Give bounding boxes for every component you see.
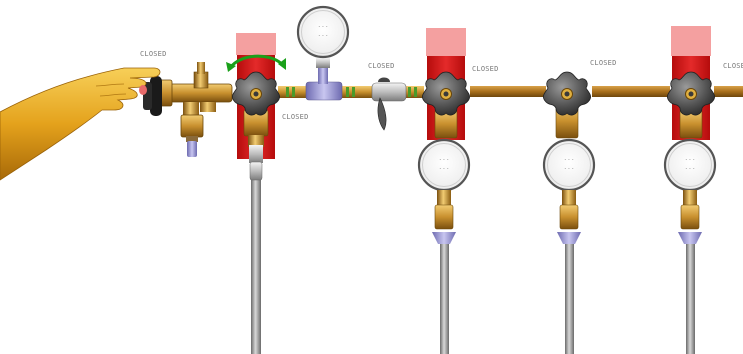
vent-valve[interactable]: [371, 77, 407, 131]
handwheel-icon[interactable]: [542, 71, 592, 116]
svg-text:· · ·: · · ·: [685, 157, 695, 164]
pipe-segment-3: [714, 86, 743, 97]
bracket-cap: [236, 33, 276, 55]
svg-text:· · ·: · · ·: [564, 157, 574, 164]
gauge-marks: · · ·: [318, 24, 328, 31]
hand-icon: [0, 67, 161, 181]
outlet-gauge-1: · · · · · ·: [417, 138, 471, 244]
pipe-segment-2: [592, 86, 670, 97]
svg-text:· · ·: · · ·: [685, 166, 695, 173]
cylinder-valve-status: CLOSED: [140, 50, 167, 58]
outlet-valve-3-status: CLOSED: [723, 62, 743, 70]
manifold-pipe: [278, 86, 743, 98]
svg-text:· · ·: · · ·: [439, 157, 449, 164]
gauge-marks: · · ·: [318, 33, 328, 40]
isolation-valve-status: CLOSED: [282, 113, 309, 121]
pressure-gauge-icon: [296, 5, 350, 59]
outlet-line-stem-1: [440, 244, 449, 354]
outlet-valve-2-status: CLOSED: [590, 59, 617, 67]
outlet-line-stem-3: [686, 244, 695, 354]
svg-text:· · ·: · · ·: [564, 166, 574, 173]
outlet-gauge-2: · · · · · ·: [542, 138, 596, 244]
valve-status-labels: CLOSED CLOSED CLOSED CLOSED CLOSED CLOSE…: [140, 50, 743, 121]
cylinder-line-stem: [251, 178, 261, 354]
lever-handle-icon[interactable]: [377, 97, 387, 131]
isolation-valve[interactable]: [231, 33, 281, 181]
pressure-gauge-icon: [663, 138, 717, 192]
vent-valve-status: CLOSED: [368, 62, 395, 70]
outlet-stems: [251, 178, 695, 354]
svg-text:· · ·: · · ·: [439, 166, 449, 173]
outlet-line-stem-2: [565, 244, 574, 354]
pipe-segment-1: [470, 86, 546, 97]
outlet-valve-2[interactable]: [542, 71, 592, 139]
outlet-gauge-3: · · · · · ·: [663, 138, 717, 244]
pressure-gauge-icon: [417, 138, 471, 192]
cylinder-knob[interactable]: [150, 76, 162, 116]
outlet-valve-1-status: CLOSED: [472, 65, 499, 73]
rotate-arrow-icon: [226, 54, 286, 72]
outlet-valve-1[interactable]: [421, 28, 471, 140]
cylinder-valve-assembly: [143, 62, 233, 157]
outlet-valve-3[interactable]: [666, 26, 716, 140]
manifold-pressure-gauge: · · · · · ·: [296, 5, 350, 101]
pressure-gauge-icon: [542, 138, 596, 192]
